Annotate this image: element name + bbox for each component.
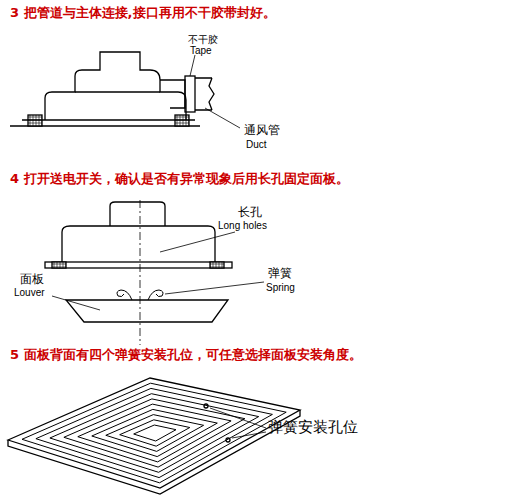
part-label: 弹簧: [268, 267, 292, 281]
louver-panel: [66, 300, 228, 322]
part-label: 弹簧安装孔位: [268, 419, 358, 436]
step-heading: 4 打开送电开关，确认是否有异常现象后用长孔固定面板。: [10, 172, 349, 187]
center-line: [140, 200, 141, 345]
part-label: 面板: [20, 273, 44, 287]
part-label: Long holes: [218, 220, 267, 232]
louver-ring: [120, 420, 190, 446]
leader-line: [190, 55, 195, 76]
duct: [195, 78, 214, 110]
part-label: Spring: [266, 282, 295, 294]
louver-ring: [36, 388, 273, 477]
panel-outline: [8, 378, 300, 488]
part-label: 通风管: [244, 124, 280, 138]
tape: [185, 76, 195, 112]
part-label: Louver: [14, 287, 45, 299]
louver-ring: [134, 425, 176, 441]
flange: [22, 119, 195, 120]
part-label: Tape: [190, 45, 212, 57]
fan-top: [110, 202, 165, 226]
leader-line: [160, 232, 235, 252]
leader-line: [165, 282, 264, 294]
part-label: Duct: [246, 139, 267, 151]
part-label: 不干胶: [188, 34, 218, 46]
louver-ring: [106, 415, 204, 452]
louver-ring: [78, 404, 231, 462]
outlet: [160, 80, 185, 108]
louver-ring: [50, 394, 259, 473]
louver-ring: [22, 383, 286, 483]
fan-body: [62, 226, 215, 262]
louver-ring: [92, 409, 218, 456]
spring: [117, 290, 132, 300]
spring: [148, 290, 163, 300]
part-label: 长孔: [238, 206, 262, 220]
flange-hatch: [52, 262, 66, 268]
flange-hatch: [210, 262, 224, 268]
body-step: [75, 91, 160, 92]
fan-body: [45, 52, 186, 120]
step-heading: 3 把管道与主体连接,接口再用不干胶带封好。: [10, 6, 276, 21]
leader-line: [205, 108, 240, 128]
leader-line: [232, 432, 266, 438]
louver-ring: [64, 399, 245, 467]
spring-hole: [204, 404, 208, 408]
step-heading: 5 面板背面有四个弹簧安装孔位，可任意选择面板安装角度。: [10, 348, 362, 363]
flange: [45, 262, 232, 268]
leader-line: [210, 408, 266, 428]
leader-line: [52, 296, 100, 310]
spring-hole: [226, 438, 230, 442]
